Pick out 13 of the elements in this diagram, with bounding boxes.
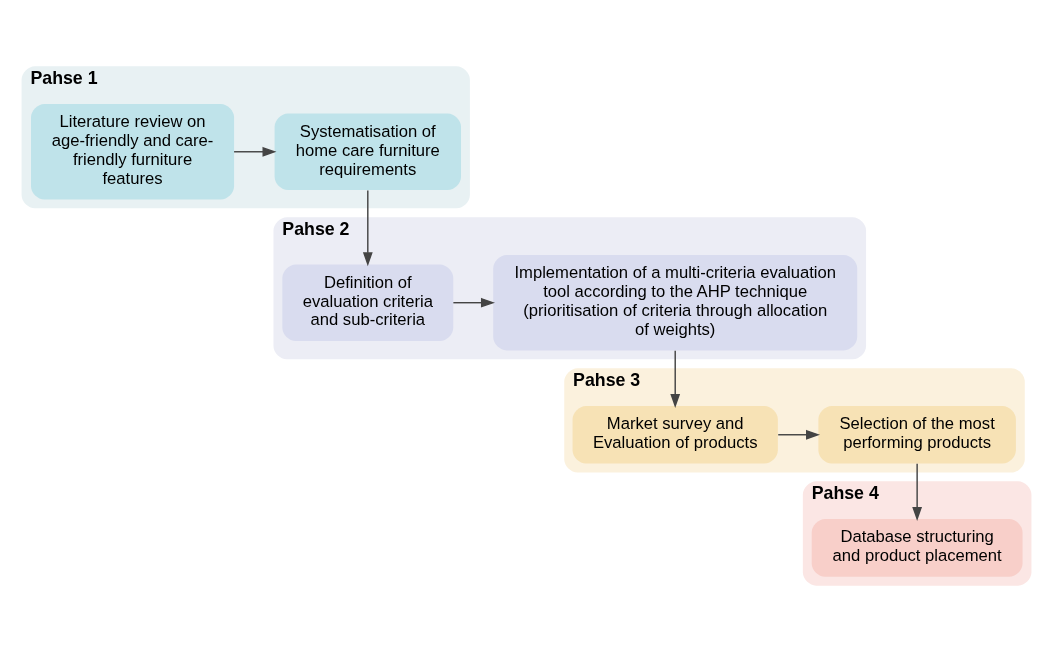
arrow [912, 462, 923, 521]
node-box: Implementation of a multi-criteria evaluation tool according to the AHP technique (prioritisation of criteria through allocation of weights) [493, 254, 858, 350]
node-box: Database structuring and product placement [811, 518, 1023, 577]
node-box: Definition of evaluation criteria and sub-criteria [282, 263, 454, 341]
arrow [233, 146, 277, 157]
arrow [670, 349, 681, 408]
node-box: Systematisation of home care furniture requirements [274, 113, 461, 190]
node-box: Selection of the most performing products [818, 405, 1016, 464]
arrow [362, 189, 373, 266]
node-box: Literature review on age-friendly and care-friendly furniture features [31, 103, 235, 199]
node-box: Market survey and Evaluation of products [572, 405, 778, 464]
arrow [777, 429, 820, 440]
arrow [452, 297, 495, 308]
